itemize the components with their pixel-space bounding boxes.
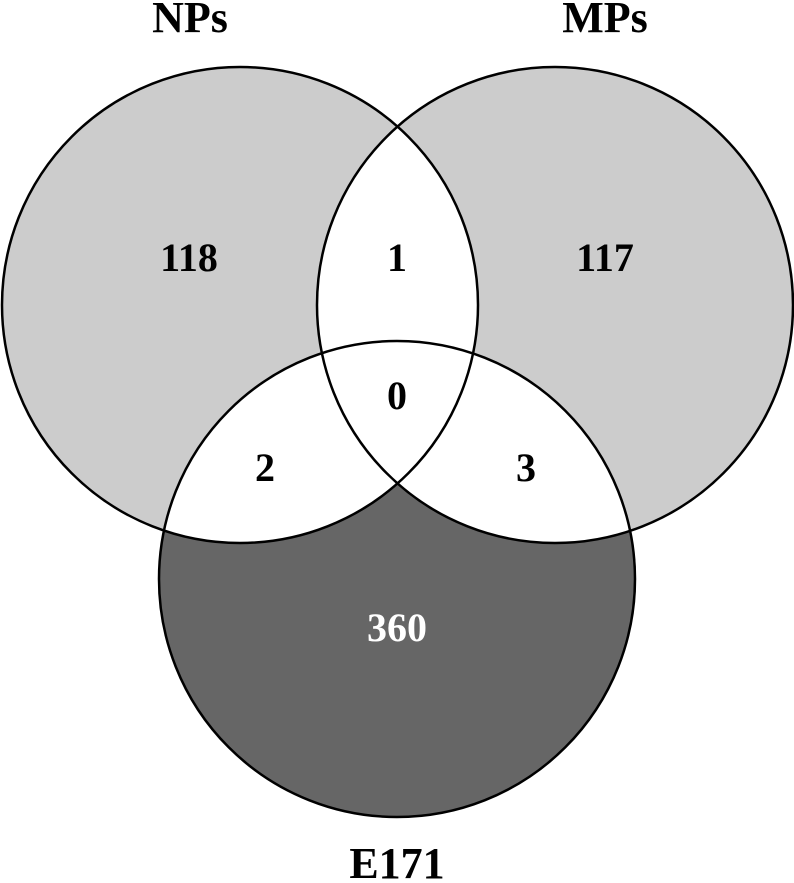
set-label-nps: NPs <box>152 0 228 42</box>
set-nps-outline <box>0 65 480 545</box>
region-nps-e171: 2 <box>255 445 275 490</box>
region-mps-only: 117 <box>576 235 634 280</box>
region-e171-only: 360 <box>367 605 427 650</box>
region-nps-only: 118 <box>160 235 218 280</box>
overlap-nps-e171 <box>159 341 478 543</box>
overlap-mps-e171 <box>317 341 635 543</box>
region-mps-e171: 3 <box>516 445 536 490</box>
set-e171-outline <box>157 339 637 819</box>
region-nps-mps: 1 <box>387 235 407 280</box>
set-label-e171: E171 <box>349 839 444 883</box>
region-all-three: 0 <box>387 373 407 418</box>
set-mps-outline <box>315 65 794 545</box>
set-label-mps: MPs <box>562 0 648 42</box>
